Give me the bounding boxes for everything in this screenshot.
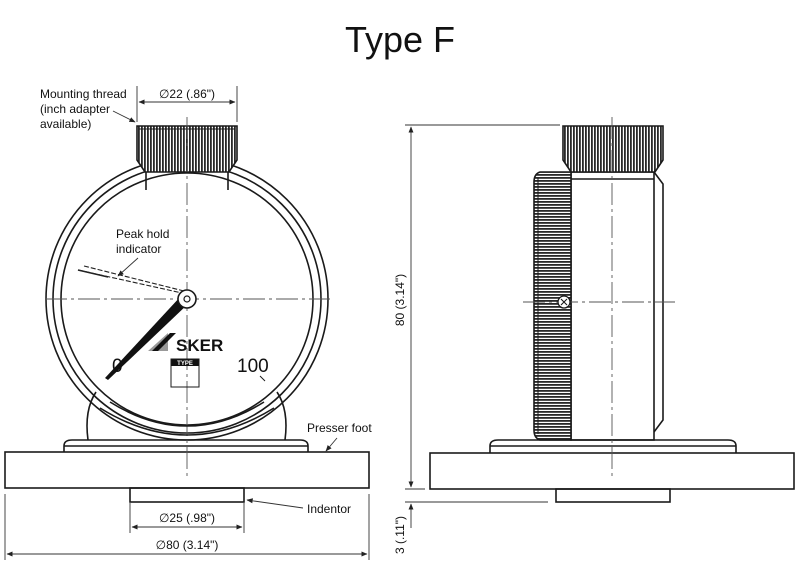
- indentor-diameter-label: ∅25 (.98"): [159, 511, 215, 525]
- height-label: 80 (3.14"): [393, 274, 407, 326]
- scale-min: 0: [112, 356, 123, 377]
- main-needle: [105, 296, 189, 380]
- indentor-label: Indentor: [307, 502, 351, 516]
- peak-hold-label-2: indicator: [116, 242, 161, 256]
- mounting-thread-label-1: Mounting thread: [40, 87, 127, 101]
- type-box-header: [171, 359, 199, 366]
- indentor: [129, 487, 245, 503]
- logo-text: SKER: [176, 336, 223, 355]
- presser-foot-label: Presser foot: [307, 421, 372, 435]
- presser-foot-leader: [325, 437, 338, 452]
- mounting-thread-leader: [112, 110, 136, 123]
- knurled-cap: [136, 125, 238, 173]
- peak-hold-leader: [117, 257, 139, 277]
- mounting-thread-label-2: (inch adapter: [40, 102, 110, 116]
- foot-diameter-label: ∅80 (3.14"): [156, 538, 219, 552]
- peak-hold-label-1: Peak hold: [116, 227, 169, 241]
- mounting-thread-label-3: available): [40, 117, 91, 131]
- type-box-label: TYPE: [177, 361, 193, 367]
- peak-hold-needle: [77, 265, 185, 294]
- body-right: [276, 391, 287, 441]
- indentor-height-label: 3 (.11"): [393, 516, 407, 554]
- scale-max: 100: [237, 356, 269, 377]
- front-view: SKER TYPE 0 100 Mounting thread (inch ad…: [4, 86, 372, 560]
- asker-logo: SKER: [148, 333, 223, 355]
- thread-diameter-label: ∅22 (.86"): [159, 87, 215, 101]
- neck: [145, 172, 229, 190]
- type-box: [170, 358, 200, 388]
- side-body: [570, 171, 655, 441]
- side-view: 80 (3.14") 3 (.11"): [393, 117, 795, 554]
- side-knurled-cap: [562, 125, 664, 173]
- side-indentor: [555, 488, 671, 503]
- side-knurled-ring: [533, 171, 572, 441]
- indentor-leader: [246, 498, 304, 509]
- drawing-title: Type F: [345, 19, 455, 60]
